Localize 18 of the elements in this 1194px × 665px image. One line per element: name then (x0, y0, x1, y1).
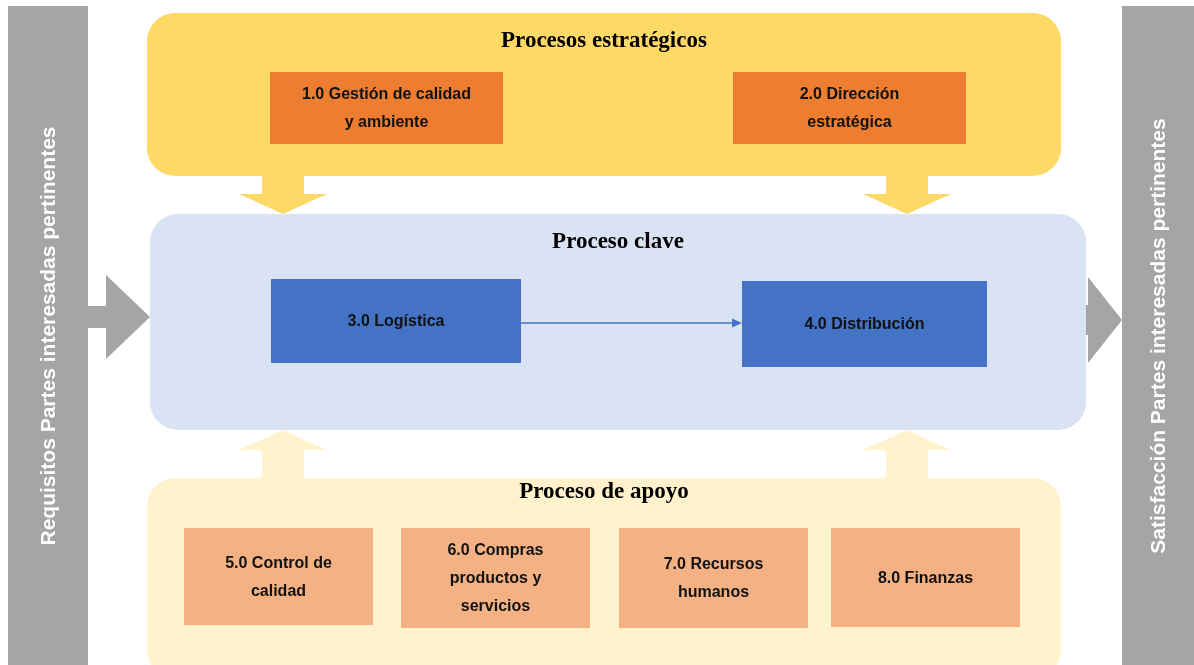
process-band (147, 13, 1061, 176)
process-box: 7.0 Recursos humanos (619, 528, 808, 628)
process-box: 5.0 Control de calidad (184, 528, 373, 625)
process-box: 8.0 Finanzas (831, 528, 1020, 627)
band-title: Proceso clave (551, 228, 685, 254)
process-band (150, 214, 1086, 430)
band-title: Procesos estratégicos (500, 27, 708, 53)
process-band (147, 478, 1061, 665)
process-box: 2.0 Dirección estratégica (733, 72, 966, 144)
vertical-label: Satisfacción Partes interesadas pertinentes (1146, 117, 1170, 554)
process-box: 1.0 Gestión de calidad y ambiente (270, 72, 503, 144)
process-box: 6.0 Compras productos y servicios (401, 528, 590, 628)
vertical-label: Requisitos Partes interesadas pertinentes (36, 126, 60, 545)
side-bar (8, 6, 88, 665)
side-bar (1122, 6, 1194, 665)
process-box: 3.0 Logística (271, 279, 521, 363)
band-title: Proceso de apoyo (518, 478, 690, 504)
process-box: 4.0 Distribución (742, 281, 987, 367)
